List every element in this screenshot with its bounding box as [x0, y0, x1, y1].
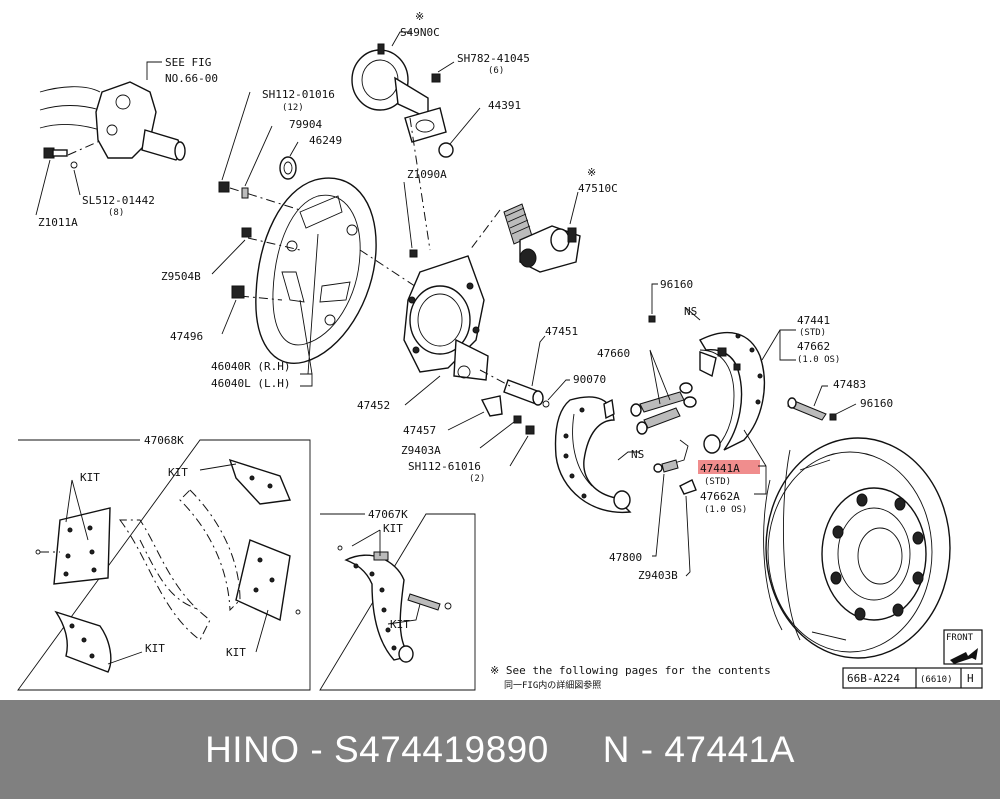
- gasket-44391: [438, 142, 454, 158]
- label-47452: 47452: [357, 399, 390, 412]
- bolt-47496: [231, 285, 245, 299]
- label-z9403b: Z9403B: [638, 569, 678, 582]
- label-sh112-61016: SH112-61016: [408, 460, 481, 473]
- nut-z9504b: [241, 227, 252, 238]
- spring-47800: [653, 439, 689, 473]
- note-line-2: 同一FIG内の詳細図参照: [504, 679, 601, 691]
- grommet-46249: [279, 156, 297, 180]
- label-46040r: 46040R (R.H): [211, 360, 290, 373]
- code-box: [842, 667, 983, 689]
- label-z1090a: Z1090A: [407, 168, 447, 181]
- label-kit-4: KIT: [226, 646, 246, 659]
- label-47662-os: (1.0 OS): [797, 355, 840, 365]
- label-kit-5: KIT: [383, 522, 403, 535]
- label-47662: 47662: [797, 340, 830, 353]
- bolt-z1090a: [409, 249, 418, 258]
- label-sh112-61016-qty: (2): [469, 474, 485, 484]
- label-47067k: 47067K: [368, 508, 408, 521]
- label-47441: 47441: [797, 314, 830, 327]
- label-46040l: 46040L (L.H): [211, 377, 290, 390]
- label-47068k: 47068K: [144, 434, 184, 447]
- label-sh112-01016: SH112-01016: [262, 88, 335, 101]
- label-47662a-os: (1.0 OS): [704, 505, 747, 515]
- label-47441a: 47441A: [700, 462, 740, 475]
- label-z1011a: Z1011A: [38, 216, 78, 229]
- label-see-fig: SEE FIG: [165, 56, 211, 69]
- label-47451: 47451: [545, 325, 578, 338]
- label-47662a: 47662A: [700, 490, 740, 503]
- label-sh112-01016-qty: (12): [282, 103, 304, 113]
- label-s49n0c-mark: ※: [415, 10, 424, 23]
- kit-box-47068k: [17, 439, 311, 691]
- label-47660: 47660: [597, 347, 630, 360]
- anchor-spider-drawing: [403, 255, 489, 381]
- label-kit-6: KIT: [390, 618, 410, 631]
- label-47496: 47496: [170, 330, 203, 343]
- label-96160-a: 96160: [660, 278, 693, 291]
- label-code: 66B-A224: [847, 672, 900, 685]
- bolt-sh782: [431, 73, 441, 83]
- label-sl512-qty: (8): [108, 208, 124, 218]
- plate-47457: [480, 395, 503, 417]
- bolt-z1011a: [43, 147, 68, 159]
- label-s49n0c: S49N0C: [400, 26, 440, 39]
- label-sh782-qty: (6): [488, 66, 504, 76]
- label-z9403a: Z9403A: [401, 444, 441, 457]
- front-label: FRONT: [946, 633, 974, 643]
- label-sh782: SH782-41045: [457, 52, 530, 65]
- note-line-1: ※ See the following pages for the conten…: [490, 664, 771, 677]
- rivet-96160-b: [829, 413, 837, 421]
- clip-z9403b: [679, 479, 697, 495]
- brake-drum-drawing: [763, 437, 951, 659]
- part-number-text: HINO - S474419890 N - 47441A: [205, 728, 795, 770]
- kit-47068k-parts: [35, 458, 301, 673]
- wheel-cylinder-drawing: [503, 203, 581, 273]
- label-see-fig-no: NO.66-00: [165, 72, 218, 85]
- label-47800: 47800: [609, 551, 642, 564]
- springs-47660: [630, 382, 697, 435]
- parts-diagram: SEE FIG NO.66-00 Z1011A SL512-01442 (8) …: [17, 10, 983, 691]
- label-ns-a: NS: [684, 305, 697, 318]
- label-44391: 44391: [488, 99, 521, 112]
- highlight-47441a: [698, 460, 760, 474]
- label-sl512: SL512-01442: [82, 194, 155, 207]
- label-47510c: 47510C: [578, 182, 618, 195]
- label-47441a-std: (STD): [704, 477, 731, 487]
- brake-shoe-right: [699, 331, 766, 454]
- label-code-suffix: H: [967, 672, 974, 685]
- label-code-group: (6610): [920, 675, 953, 685]
- clip-79904: [241, 187, 249, 199]
- kit-box-47067k: [319, 513, 476, 691]
- label-ns-b: NS: [631, 448, 644, 461]
- nut-z9403a: [513, 415, 522, 424]
- front-arrow-icon: [950, 648, 978, 664]
- label-z9504b: Z9504B: [161, 270, 201, 283]
- bolt-sh112-61016: [525, 425, 535, 435]
- rivet-96160-a: [648, 315, 656, 323]
- front-indicator-box: [943, 629, 983, 665]
- kit-47067k-parts: [337, 545, 452, 663]
- label-kit-1: KIT: [80, 471, 100, 484]
- knuckle-drawing: [39, 61, 186, 161]
- label-79904: 79904: [289, 118, 322, 131]
- part-number-banner: HINO - S474419890 N - 47441A: [0, 700, 1000, 799]
- brake-chamber-drawing: [351, 43, 447, 143]
- brake-shoe-left: [554, 396, 632, 514]
- anchor-pin-47451: [503, 379, 544, 406]
- label-90070: 90070: [573, 373, 606, 386]
- label-46249: 46249: [309, 134, 342, 147]
- label-47510c-mark: ※: [587, 166, 596, 179]
- label-47441-std: (STD): [799, 328, 826, 338]
- clip-90070: [542, 400, 550, 408]
- backing-plate-drawing: [255, 177, 377, 364]
- label-47483: 47483: [833, 378, 866, 391]
- label-kit-3: KIT: [145, 642, 165, 655]
- label-96160-b: 96160: [860, 397, 893, 410]
- label-kit-2: KIT: [168, 466, 188, 479]
- bolt-sh112-01016: [218, 181, 230, 193]
- label-47457: 47457: [403, 424, 436, 437]
- pin-47483: [787, 397, 827, 421]
